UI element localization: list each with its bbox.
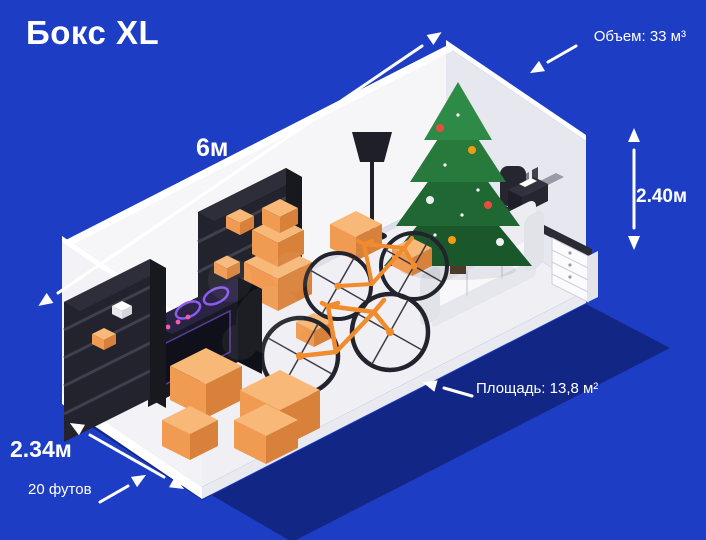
cardboard-box xyxy=(330,211,382,261)
printer xyxy=(508,177,548,197)
lamp-shade xyxy=(352,132,392,162)
length-label: 6м xyxy=(196,134,229,162)
cardboard-boxes xyxy=(162,348,320,464)
height-label: 2.40м xyxy=(636,186,688,207)
burner xyxy=(202,286,230,306)
height-arrow xyxy=(628,128,640,250)
small-box xyxy=(112,301,132,319)
area-arrow xyxy=(422,380,474,398)
length-arrow xyxy=(38,32,442,306)
ornament xyxy=(436,124,444,132)
box-stack xyxy=(244,199,312,311)
feet-arrow xyxy=(98,474,147,504)
ornament xyxy=(426,196,434,204)
wheel xyxy=(379,231,449,301)
area-label: Площадь: 13,8 м² xyxy=(476,380,599,397)
bike-frame xyxy=(297,297,393,359)
small-box xyxy=(214,255,240,280)
width-label: 2.34м xyxy=(10,436,72,462)
bicycle-2 xyxy=(303,231,449,321)
watermark xyxy=(208,252,312,360)
bike-frame xyxy=(336,236,416,288)
volume-arrow xyxy=(529,44,578,74)
shelving-rack xyxy=(63,259,166,442)
burner xyxy=(174,300,202,320)
small-box xyxy=(92,328,116,350)
dimension-arrows xyxy=(38,32,640,504)
volume-label: Объем: 33 м³ xyxy=(593,28,686,45)
desk xyxy=(502,177,598,303)
stove-knob xyxy=(165,324,171,330)
container-shadow xyxy=(66,304,670,540)
ornament xyxy=(448,236,456,244)
ornament xyxy=(468,146,476,154)
stove-knob xyxy=(175,319,181,325)
stove-knob xyxy=(185,314,191,320)
small-box xyxy=(226,209,254,235)
width-arrow xyxy=(69,423,185,489)
ornament xyxy=(496,238,504,246)
ornament xyxy=(484,201,492,209)
page-title: Бокс XL xyxy=(26,14,160,51)
container-type-label: 20 футов xyxy=(28,481,92,498)
